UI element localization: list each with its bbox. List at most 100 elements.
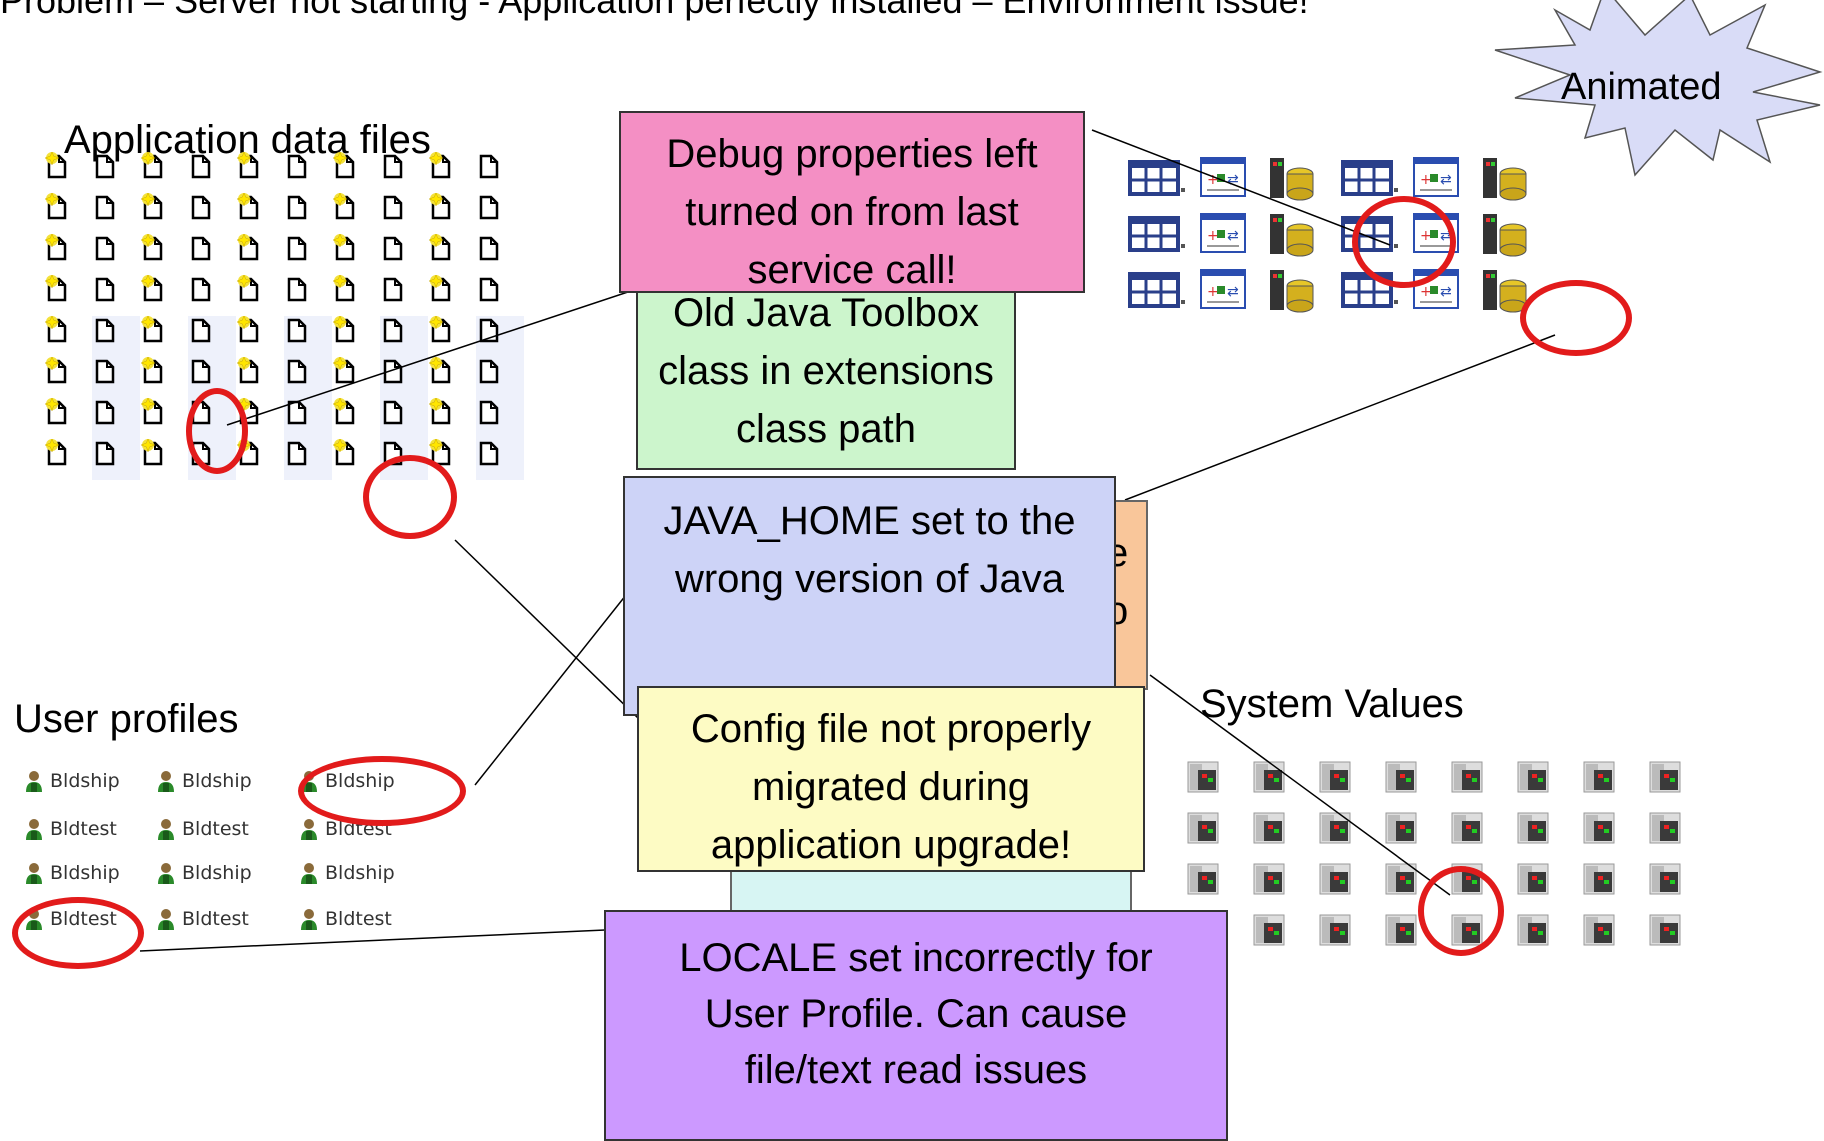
user-profile-name: Bldship (182, 770, 252, 792)
system-value-icon (1186, 760, 1252, 811)
user-profile-name: Bldship (50, 862, 120, 884)
new-file-icon (140, 273, 188, 316)
system-value-icon (1648, 811, 1714, 862)
user-icon (299, 908, 317, 930)
file-icon (284, 193, 332, 234)
database-icon (1268, 154, 1339, 210)
user-icon (156, 770, 174, 792)
new-file-icon (332, 355, 380, 398)
slide-title: Problem – Server not starting - Applicat… (0, 0, 1309, 21)
highlight-ring (363, 455, 457, 539)
new-file-icon (44, 273, 92, 316)
system-value-icon (1582, 862, 1648, 913)
database-icon (1481, 154, 1552, 210)
file-icon (92, 316, 140, 357)
new-file-icon (332, 273, 380, 316)
new-file-icon (140, 437, 188, 480)
file-icon (284, 234, 332, 275)
user-profile-entry: Bldship (24, 770, 120, 792)
file-icon (188, 234, 236, 275)
svg-text:⇄: ⇄ (1440, 172, 1452, 188)
file-icon (92, 439, 140, 480)
config-callout: Config file not properly migrated during… (637, 686, 1145, 872)
database-icon (1481, 266, 1552, 322)
file-icon (92, 398, 140, 439)
file-icon (476, 439, 524, 480)
new-file-icon (44, 191, 92, 234)
user-profile-entry: Bldtest (156, 908, 249, 930)
system-value-icon (1582, 760, 1648, 811)
new-file-icon (44, 150, 92, 193)
user-profile-name: Bldtest (182, 908, 249, 930)
svg-text:⇄: ⇄ (1227, 284, 1239, 300)
user-profile-entry: Bldtest (24, 818, 117, 840)
svg-text:+: + (1207, 172, 1219, 188)
new-file-icon (428, 150, 476, 193)
system-value-icon (1384, 811, 1450, 862)
new-file-icon (428, 191, 476, 234)
user-icon (299, 818, 317, 840)
new-file-icon (332, 150, 380, 193)
new-file-icon (140, 232, 188, 275)
svg-text:+: + (1420, 172, 1432, 188)
new-file-icon (236, 150, 284, 193)
toolbox-callout: Old Java Toolbox class in extensions cla… (636, 270, 1016, 470)
system-value-icon (1252, 913, 1318, 964)
new-file-icon (140, 355, 188, 398)
file-icon (476, 316, 524, 357)
file-icon (476, 357, 524, 398)
file-icon (476, 275, 524, 316)
highlight-ring (1520, 280, 1632, 356)
user-icon (156, 862, 174, 884)
file-icon (380, 193, 428, 234)
user-icon (156, 818, 174, 840)
new-file-icon (44, 232, 92, 275)
database-icon (1268, 210, 1339, 266)
user-icon (299, 862, 317, 884)
file-icon (284, 439, 332, 480)
user-icon (24, 770, 42, 792)
file-icon (92, 357, 140, 398)
new-file-icon (236, 273, 284, 316)
new-file-icon (236, 314, 284, 357)
system-value-icon (1450, 760, 1516, 811)
system-values-label: System Values (1200, 682, 1464, 726)
new-file-icon (236, 355, 284, 398)
system-value-icon (1516, 913, 1582, 964)
new-file-icon (140, 314, 188, 357)
new-file-icon (236, 191, 284, 234)
new-file-icon (140, 396, 188, 439)
file-icon (92, 234, 140, 275)
user-profile-name: Bldship (182, 862, 252, 884)
file-icon (476, 193, 524, 234)
user-icon (24, 862, 42, 884)
user-profile-name: Bldtest (182, 818, 249, 840)
starburst-shape (1494, 0, 1823, 177)
system-value-icon (1516, 811, 1582, 862)
user-profile-entry: Bldtest (299, 908, 392, 930)
new-file-icon (44, 355, 92, 398)
table-icon (1126, 154, 1197, 210)
file-icon (92, 152, 140, 193)
user-profile-name: Bldtest (325, 908, 392, 930)
system-value-icon (1384, 913, 1450, 964)
system-value-icon (1252, 862, 1318, 913)
system-value-icon (1450, 811, 1516, 862)
system-value-icon (1384, 760, 1450, 811)
system-value-icon (1648, 760, 1714, 811)
user-profile-entry: Bldship (156, 770, 252, 792)
debug-callout: Debug properties left turned on from las… (619, 111, 1085, 293)
user-icon (156, 908, 174, 930)
svg-text:⇄: ⇄ (1440, 284, 1452, 300)
user-icon (24, 818, 42, 840)
system-value-icon (1516, 760, 1582, 811)
animated-label: Animated (1561, 66, 1722, 108)
highlight-ring (186, 388, 248, 474)
svg-text:+: + (1207, 228, 1219, 244)
new-file-icon (332, 396, 380, 439)
file-icon (284, 316, 332, 357)
file-icon (188, 275, 236, 316)
toolbox-callout-text: Old Java Toolbox class in extensions cla… (658, 291, 994, 451)
file-icon (476, 398, 524, 439)
